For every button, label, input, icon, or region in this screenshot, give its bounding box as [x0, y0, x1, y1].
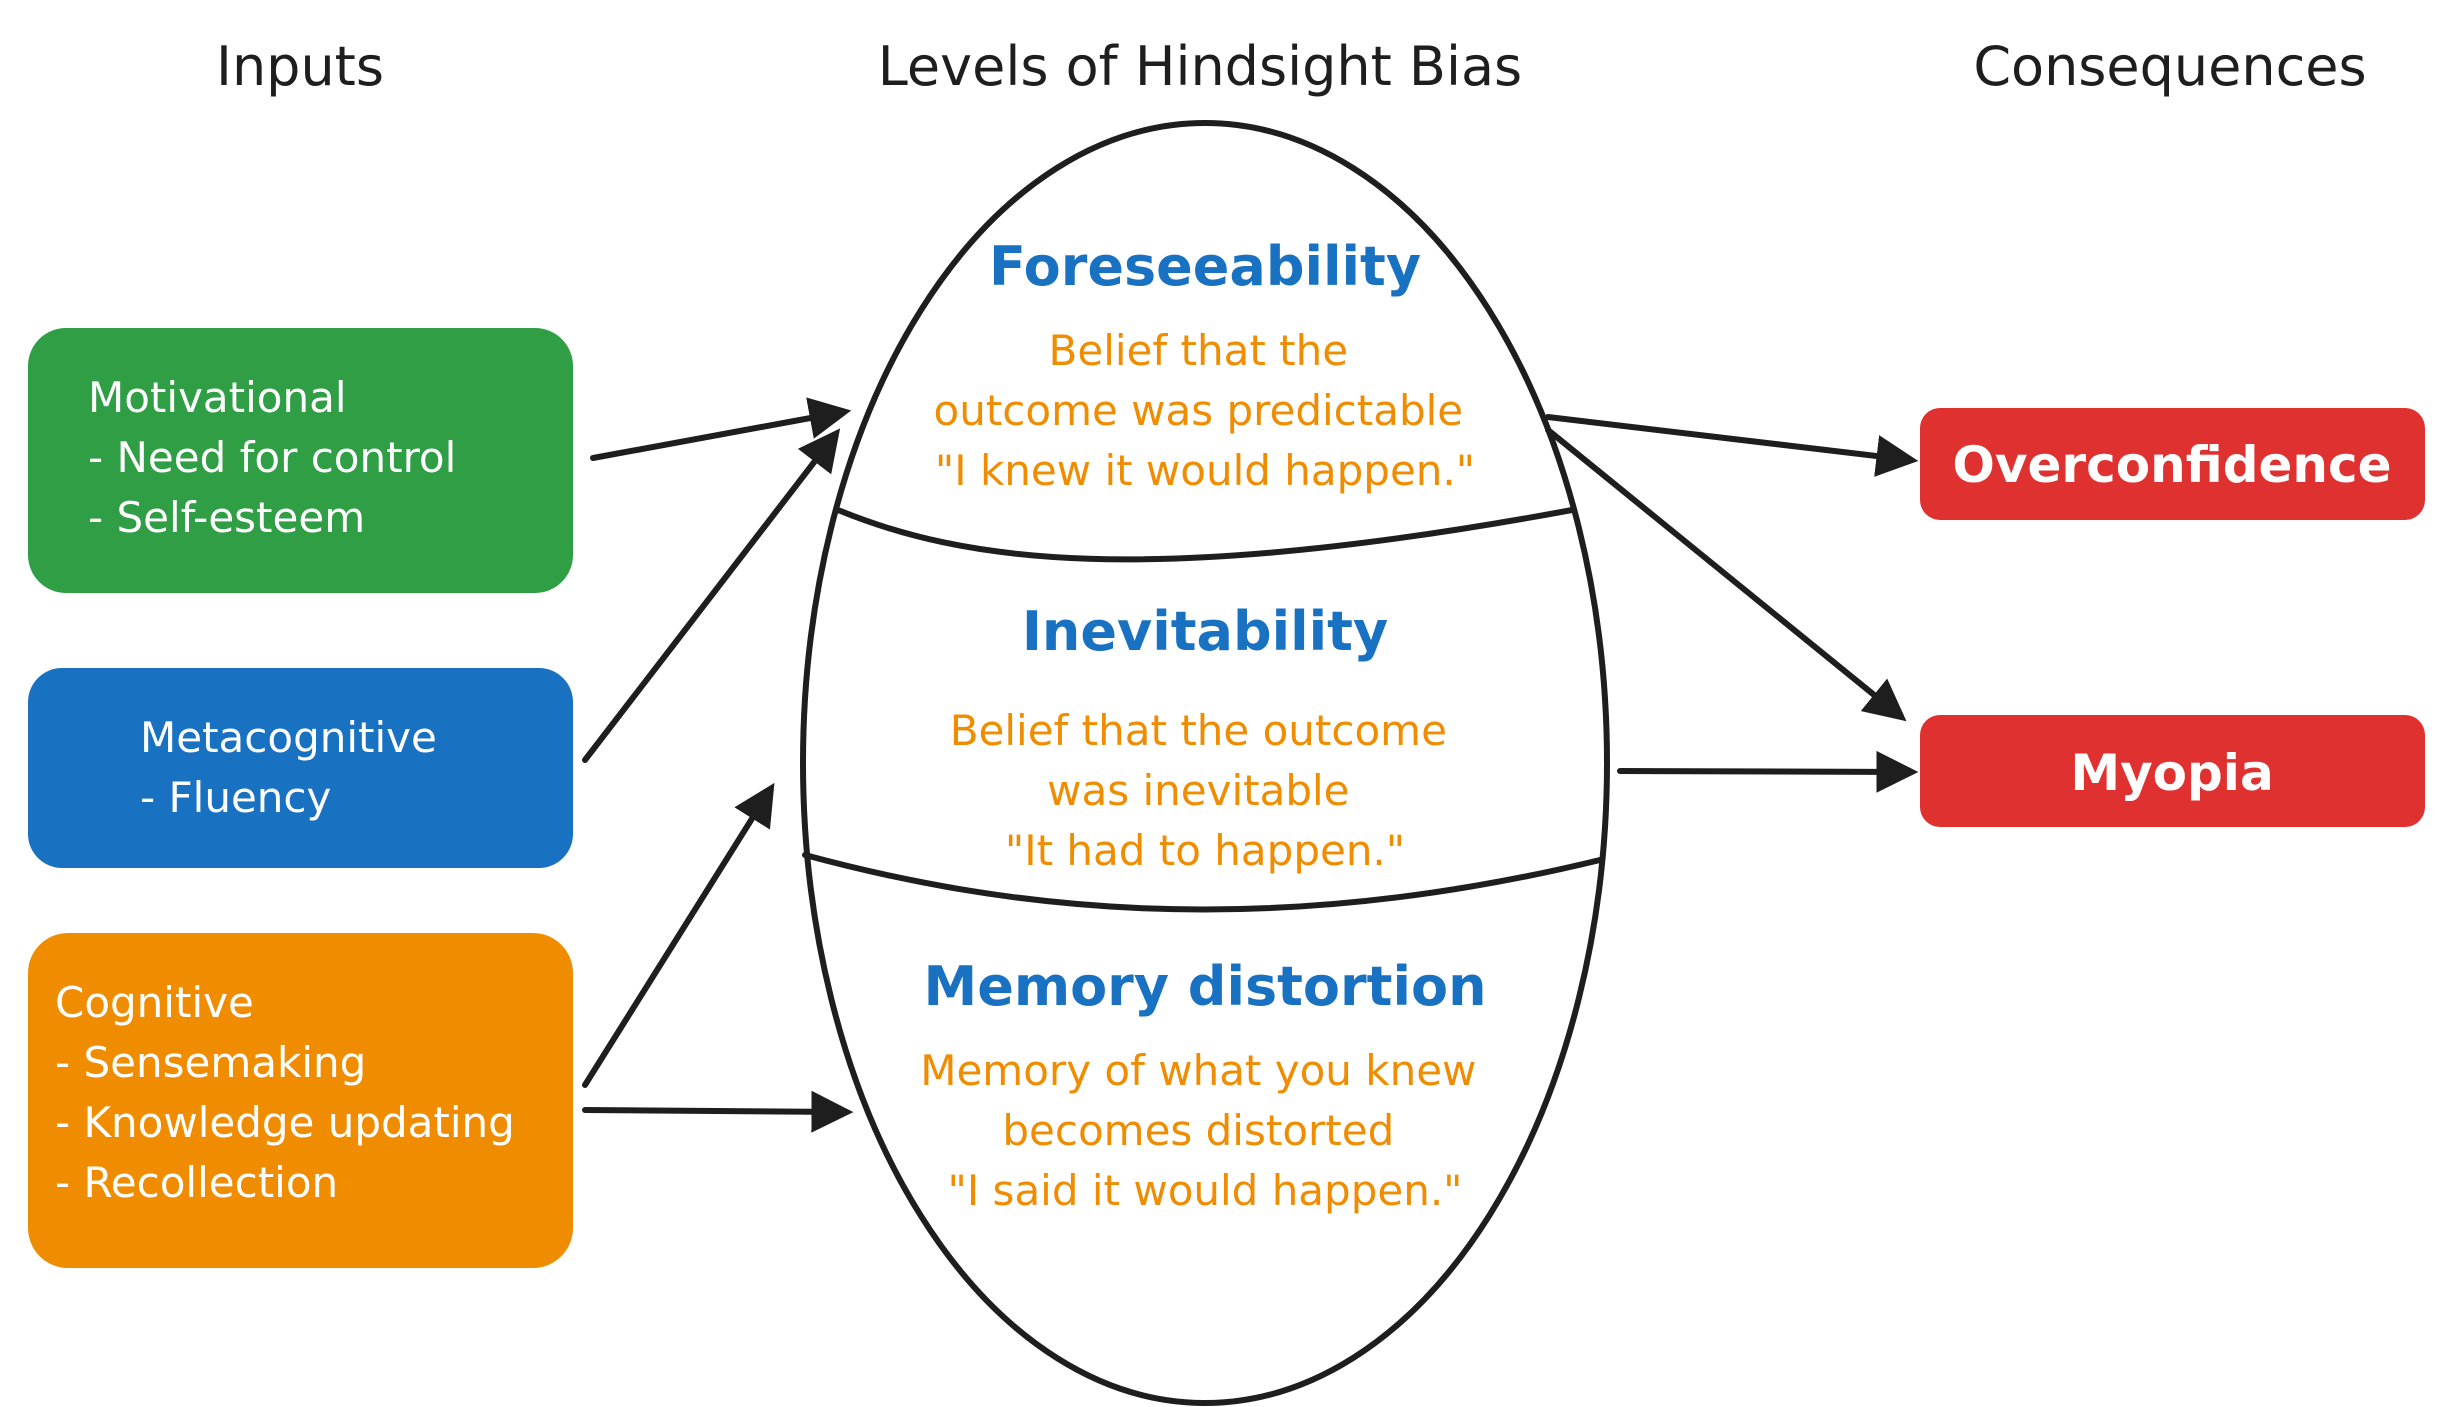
arrow-cognitive-to-memory-distortion [582, 1090, 854, 1133]
metacognitive-box-bg [28, 668, 573, 868]
motivational-heading: Motivational [88, 373, 347, 422]
inputs-column-title: Inputs [216, 35, 384, 98]
cognitive-item-knowledge-updating: - Knowledge updating [55, 1098, 515, 1147]
arrow-motivational-to-foreseeability [590, 397, 852, 461]
level-memory-distortion-line-3: "I said it would happen." [948, 1166, 1463, 1215]
motivational-box: Motivational - Need for control - Self-e… [28, 328, 573, 593]
svg-text:Belief that the outcome wa: Belief that the outcome was inevitable "… [950, 706, 1461, 875]
cognitive-box-bg [28, 933, 573, 1268]
motivational-item-self-esteem: - Self-esteem [88, 493, 365, 542]
metacognitive-item-fluency: - Fluency [140, 773, 331, 822]
motivational-box-bg [28, 328, 573, 593]
consequences-column-title: Consequences [1973, 35, 2366, 98]
arrow-cognitive-to-inevitability [582, 782, 775, 1088]
level-inevitability-line-1: Belief that the outcome [950, 706, 1447, 755]
arrow-inevitability-to-myopia [1617, 750, 1919, 793]
level-foreseeability-line-3: "I knew it would happen." [935, 446, 1475, 495]
svg-text:Metacognitive - Fluency: Metacognitive - Fluency [140, 713, 450, 822]
myopia-box: Myopia [1920, 715, 2425, 827]
level-inevitability-line-3: "It had to happen." [1005, 826, 1405, 875]
metacognitive-box: Metacognitive - Fluency [28, 668, 573, 868]
level-memory-distortion-line-1: Memory of what you knew [920, 1046, 1476, 1095]
arrow-foreseeability-to-myopia [1545, 427, 1907, 722]
levels-ellipse [800, 120, 1610, 1406]
motivational-item-need-for-control: - Need for control [88, 433, 456, 482]
level-inevitability-line-2: was inevitable [1047, 766, 1349, 815]
levels-column-title: Levels of Hindsight Bias [878, 35, 1522, 98]
level-divider-upper [835, 507, 1575, 563]
arrow-foreseeability-to-overconfidence [1545, 414, 1919, 477]
overconfidence-box-bg [1920, 408, 2425, 520]
level-memory-distortion-title: Memory distortion [923, 955, 1486, 1018]
overconfidence-box: Overconfidence [1920, 408, 2425, 520]
myopia-label: Myopia [2070, 744, 2273, 802]
cognitive-box: Cognitive - Sensemaking - Knowledge upda… [28, 933, 573, 1268]
svg-text:Belief that the outcome wa: Belief that the outcome was predictable … [934, 326, 1477, 495]
cognitive-item-recollection: - Recollection [55, 1158, 338, 1207]
level-foreseeability-line-1: Belief that the [1049, 326, 1349, 375]
metacognitive-heading: Metacognitive [140, 713, 437, 762]
overconfidence-label: Overconfidence [1952, 436, 2391, 494]
level-inevitability-title: Inevitability [1022, 600, 1388, 663]
level-divider-lower [802, 852, 1603, 913]
level-memory-distortion-line-2: becomes distorted [1002, 1106, 1394, 1155]
cognitive-heading: Cognitive [55, 978, 254, 1027]
arrow-metacognitive-to-foreseeability [582, 428, 841, 763]
level-foreseeability-title: Foreseeability [989, 235, 1421, 298]
svg-text:Motivational - Need for: Motivational - Need for control - Self-e… [88, 373, 470, 542]
level-foreseeability-line-2: outcome was predictable [934, 386, 1464, 435]
myopia-box-bg [1920, 715, 2425, 827]
cognitive-item-sensemaking: - Sensemaking [55, 1038, 366, 1087]
svg-text:Memory of what you knew be: Memory of what you knew becomes distorte… [920, 1046, 1490, 1215]
svg-text:Cognitive - Sensemaking: Cognitive - Sensemaking - Knowledge upda… [55, 978, 528, 1207]
